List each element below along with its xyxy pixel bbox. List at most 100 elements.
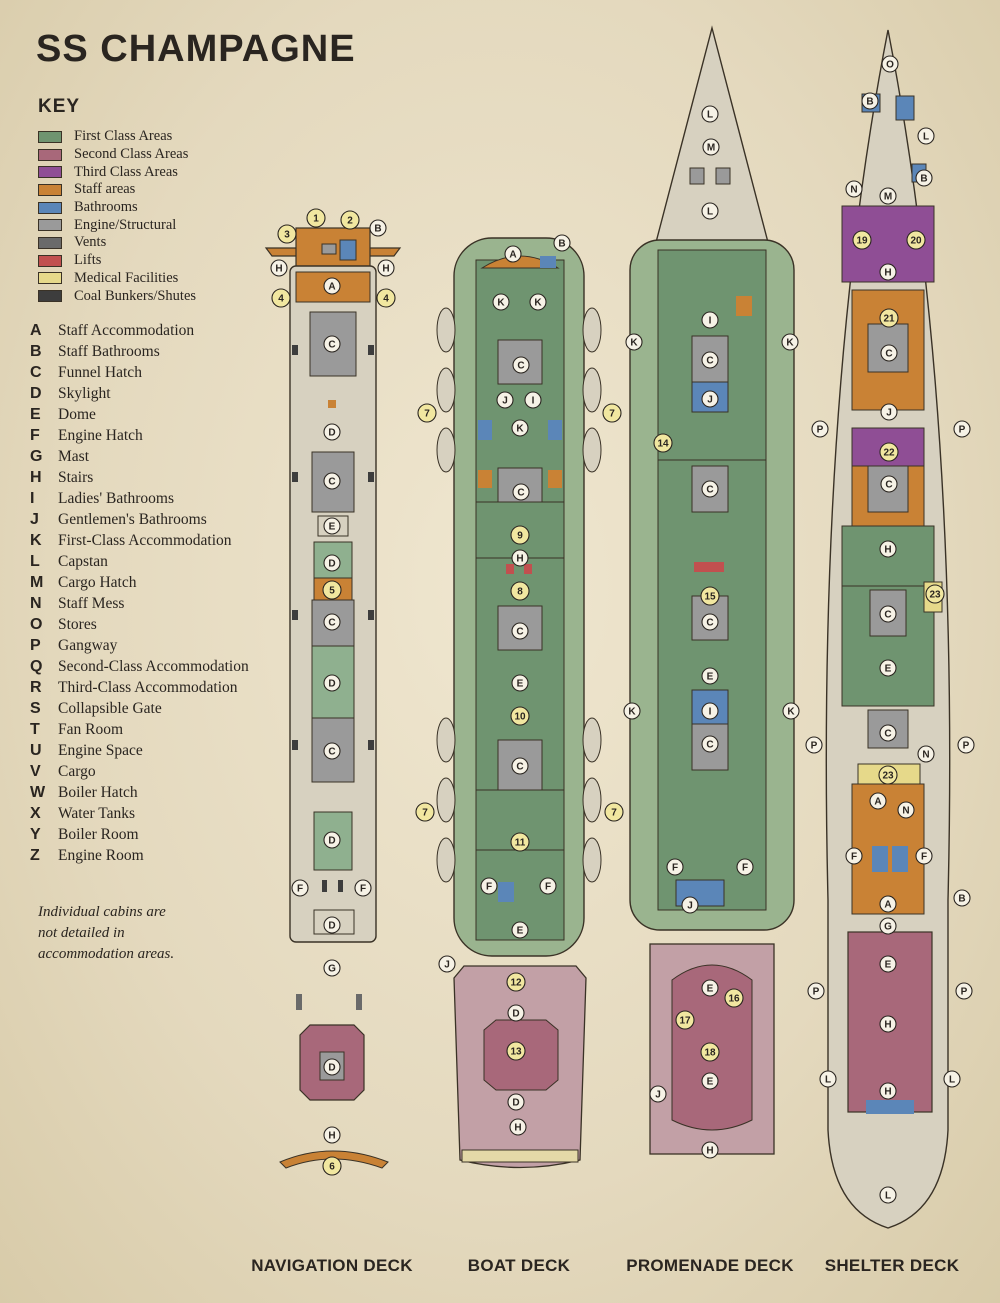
boat-deck-marker: J (496, 391, 514, 409)
marker-label: P (813, 987, 820, 998)
navigation-deck-marker: 4 (271, 288, 291, 308)
shelter-deck-marker: P (957, 736, 975, 754)
marker-circle (701, 1141, 719, 1159)
marker-label: B (558, 239, 565, 250)
promenade-deck-marker: 15 (700, 586, 720, 606)
promenade-deck-marker: L (701, 105, 719, 123)
marker-label: C (328, 618, 335, 629)
marker-label: E (885, 960, 892, 971)
letter-key-letter: V (30, 762, 41, 780)
promenade-deck-marker: E (701, 667, 719, 685)
marker-label: A (874, 797, 881, 808)
navigation-deck-marker: F (354, 879, 372, 897)
marker-label: L (707, 207, 713, 218)
shelter-deck-marker: H (879, 540, 897, 558)
marker-label: 2 (347, 216, 353, 227)
promenade-deck-marker: C (701, 735, 719, 753)
shelter-deck-marker: 20 (906, 230, 926, 250)
marker-label: C (706, 618, 713, 629)
marker-circle (915, 169, 933, 187)
letter-key-letter: P (30, 636, 41, 654)
marker-label: E (329, 522, 336, 533)
marker-circle (879, 187, 897, 205)
letter-key-letter: S (30, 699, 41, 717)
letter-key-label: Third-Class Accommodation (58, 678, 238, 696)
marker-label: M (884, 192, 892, 203)
marker-label: K (630, 338, 638, 349)
marker-circle (879, 955, 897, 973)
shelter-deck-marker: N (897, 801, 915, 819)
boat-deck-marker: C (512, 356, 530, 374)
marker-label: P (963, 741, 970, 752)
color-swatch (38, 290, 62, 303)
promenade-deck-marker: H (701, 1141, 719, 1159)
marker-circle (957, 736, 975, 754)
promenade-deck-marker: C (701, 351, 719, 369)
navigation-deck-marker: H (377, 259, 395, 277)
marker-circle (511, 419, 529, 437)
letter-key-label: Engine Hatch (58, 426, 143, 444)
marker-label: 7 (422, 808, 428, 819)
color-key-item: Bathrooms (38, 199, 196, 217)
letter-key-letter: F (30, 426, 40, 444)
boat-deck-marker: J (438, 955, 456, 973)
navigation-deck-marker: 2 (340, 210, 360, 230)
boat-deck-marker: F (480, 877, 498, 895)
promenade-deck-marker: L (701, 202, 719, 220)
navigation-deck-marker: 6 (322, 1156, 342, 1176)
marker-circle (878, 765, 898, 785)
marker-circle (897, 801, 915, 819)
navigation-deck-marker: D (323, 1058, 341, 1076)
promenade-deck-marker: J (649, 1085, 667, 1103)
color-swatch (38, 201, 62, 214)
marker-label: I (709, 316, 712, 327)
letter-key-label: Cargo Hatch (58, 573, 137, 591)
marker-circle (879, 724, 897, 742)
marker-circle (879, 917, 897, 935)
shelter-deck-marker: B (915, 169, 933, 187)
marker-circle (653, 433, 673, 453)
color-swatch (38, 183, 62, 196)
marker-circle (323, 472, 341, 490)
marker-circle (322, 1156, 342, 1176)
marker-label: 14 (657, 439, 669, 450)
marker-circle (506, 972, 526, 992)
shelter-deck-marker: 22 (879, 442, 899, 462)
marker-circle (845, 180, 863, 198)
marker-label: D (328, 836, 335, 847)
shelter-deck-marker: C (879, 605, 897, 623)
marker-circle (438, 955, 456, 973)
letter-key-letter: O (30, 615, 43, 633)
promenade-deck-marker: I (701, 702, 719, 720)
key-heading: KEY (38, 96, 81, 117)
color-key-item: Coal Bunkers/Shutes (38, 287, 196, 305)
marker-label: J (687, 901, 693, 912)
marker-label: C (706, 356, 713, 367)
marker-circle (417, 403, 437, 423)
marker-label: 6 (329, 1162, 335, 1173)
marker-label: C (885, 349, 892, 360)
marker-circle (681, 896, 699, 914)
shelter-deck-marker: E (879, 955, 897, 973)
marker-circle (666, 858, 684, 876)
marker-label: L (885, 1191, 891, 1202)
color-key-item: Vents (38, 234, 196, 252)
shelter-deck-marker: E (879, 659, 897, 677)
marker-label: H (516, 554, 523, 565)
color-key-item: First Class Areas (38, 128, 196, 146)
marker-label: E (885, 664, 892, 675)
marker-circle (701, 311, 719, 329)
marker-circle (782, 702, 800, 720)
marker-label: L (825, 1075, 831, 1086)
marker-label: J (886, 408, 892, 419)
shelter-deck-marker: J (880, 403, 898, 421)
marker-circle (701, 702, 719, 720)
marker-circle (702, 138, 720, 156)
